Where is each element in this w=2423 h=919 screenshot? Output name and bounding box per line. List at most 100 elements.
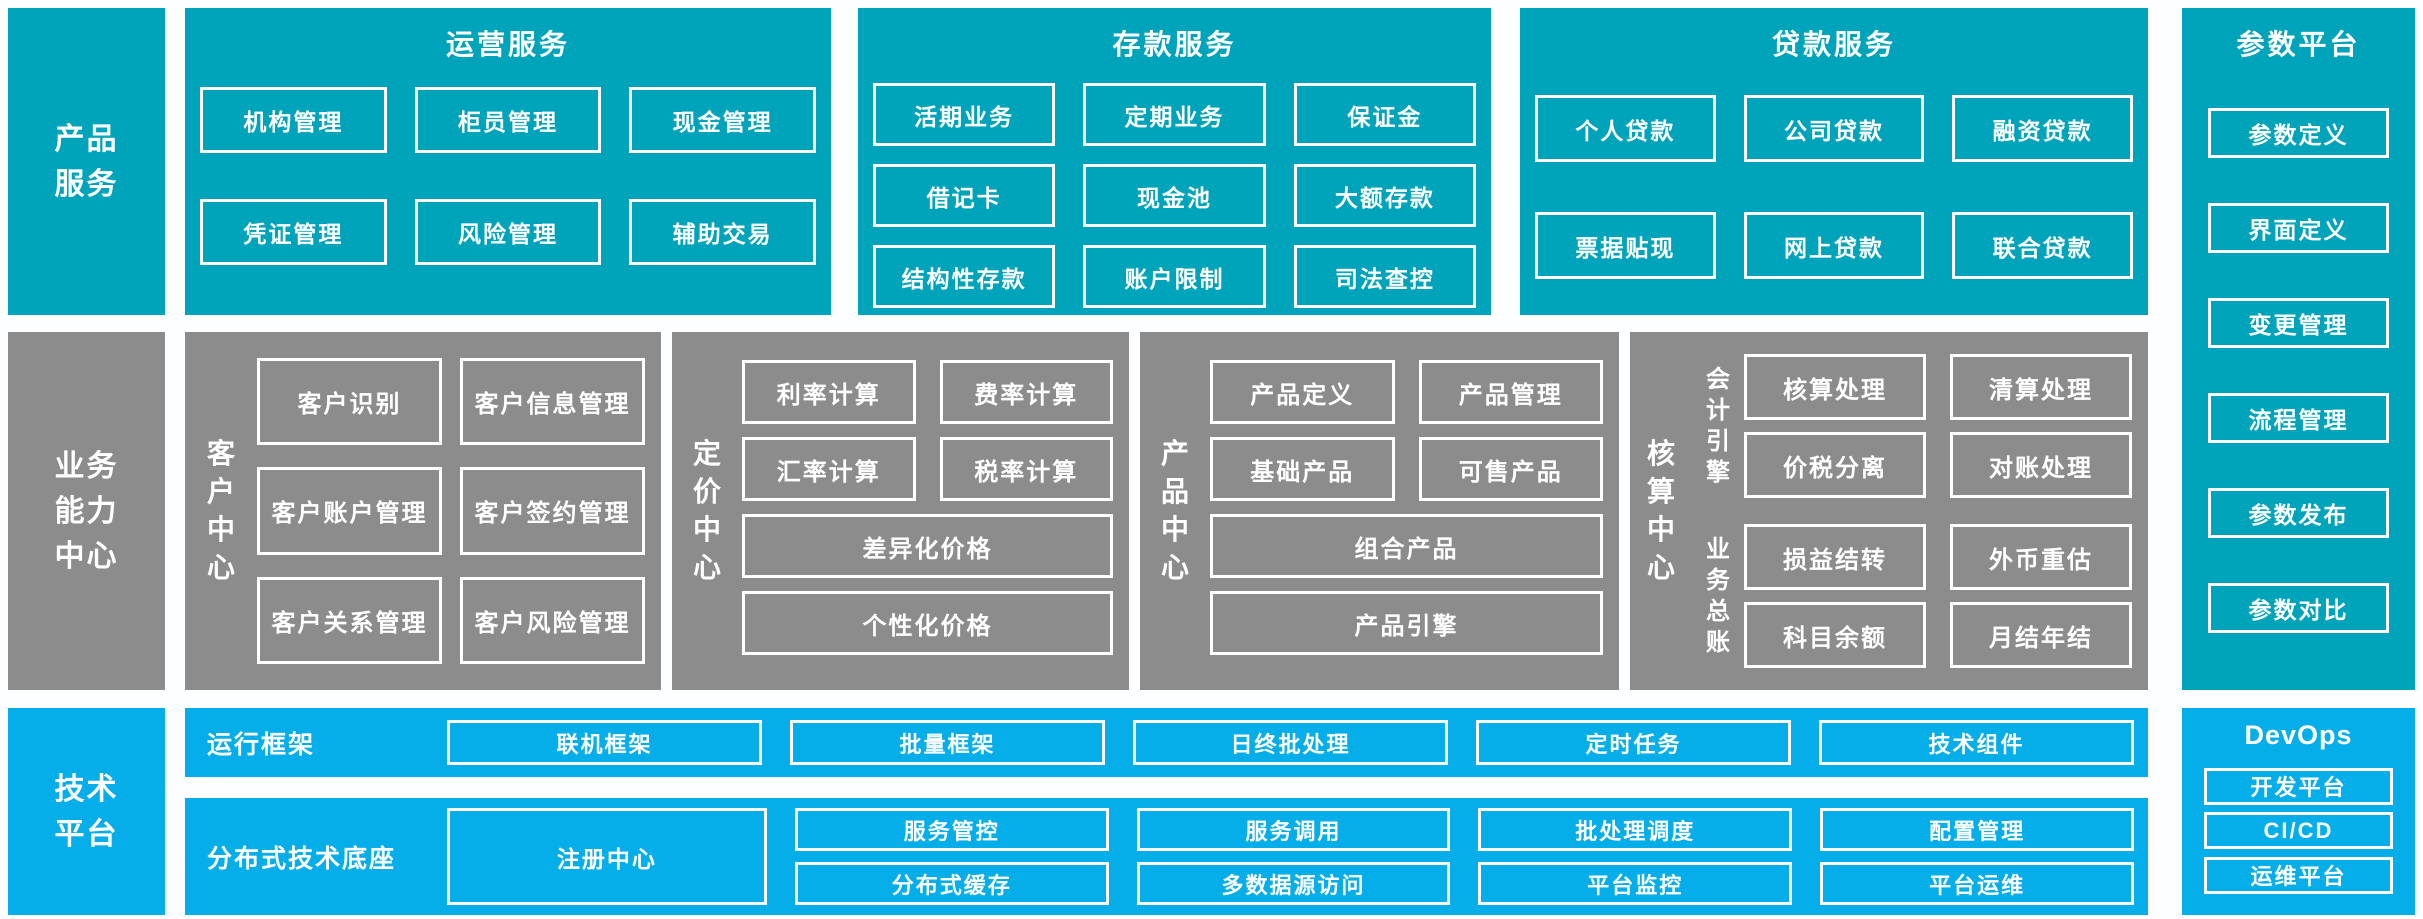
product-grid: 产品定义 产品管理 基础产品 可售产品 组合产品 产品引擎 <box>1210 360 1603 662</box>
box-online-loan: 网上贷款 <box>1743 212 1925 279</box>
panel-title: 参数平台 <box>2236 29 2361 60</box>
rail-label-text: 产品服务 <box>54 122 119 201</box>
group-accounting-engine: 会计引擎 核算处理 清算处理 价税分离 对账处理 <box>1692 354 2132 498</box>
panel-parameter-platform: 参数平台 参数定义 界面定义 变更管理 流程管理 参数发布 参数对比 <box>2182 8 2415 690</box>
panel-product-center: 产品中心 产品定义 产品管理 基础产品 可售产品 组合产品 产品引擎 <box>1140 332 1619 690</box>
box-ci-cd: CI/CD <box>2204 812 2393 849</box>
box-fee-rate-calc: 费率计算 <box>939 360 1113 424</box>
panel-title: 存款服务 <box>1112 29 1237 60</box>
box-accounting-processing: 核算处理 <box>1744 354 1926 420</box>
rail-label-text: 业务能力中心 <box>54 449 119 573</box>
box-structured-deposit: 结构性存款 <box>873 245 1056 308</box>
row-label-distributed-tech-base: 分布式技术底座 <box>207 844 397 873</box>
box-current-business: 活期业务 <box>873 83 1056 146</box>
vertical-label-pricing-center: 定价中心 <box>692 438 721 583</box>
box-org-management: 机构管理 <box>200 87 387 153</box>
box-ui-definition: 界面定义 <box>2208 203 2389 253</box>
accounting-engine-grid: 核算处理 清算处理 价税分离 对账处理 <box>1744 354 2132 498</box>
box-account-restriction: 账户限制 <box>1083 245 1266 308</box>
box-customer-account-management: 客户账户管理 <box>257 467 442 555</box>
box-auxiliary-transaction: 辅助交易 <box>629 199 816 265</box>
rail-label-product-services: 产品服务 <box>8 8 165 315</box>
box-subject-balance: 科目余额 <box>1744 602 1926 668</box>
box-syndicated-loan: 联合贷款 <box>1952 212 2133 279</box>
vertical-label-accounting-engine: 会计引擎 <box>1706 365 1730 487</box>
vertical-label-business-general-ledger: 业务总账 <box>1706 535 1730 657</box>
panel-pricing-center: 定价中心 利率计算 费率计算 汇率计算 税率计算 差异化价格 个性化价格 <box>672 332 1129 690</box>
box-customer-contract-management: 客户签约管理 <box>460 467 645 555</box>
panel-deposit-services: 存款服务 活期业务 定期业务 保证金 借记卡 现金池 大额存款 结构性存款 账户… <box>858 8 1491 315</box>
box-sellable-product: 可售产品 <box>1418 437 1603 501</box>
box-clearing-processing: 清算处理 <box>1950 354 2132 420</box>
panel-title: 运营服务 <box>445 29 570 60</box>
row-label-runtime-framework: 运行框架 <box>207 730 316 759</box>
box-eod-batch: 日终批处理 <box>1133 720 1448 765</box>
box-change-management: 变更管理 <box>2208 298 2389 348</box>
box-batch-scheduling: 批处理调度 <box>1478 808 1793 851</box>
customer-grid: 客户识别 客户信息管理 客户账户管理 客户签约管理 客户关系管理 客户风险管理 <box>257 358 645 664</box>
box-tax-rate-calc: 税率计算 <box>939 437 1113 501</box>
box-price-tax-separation: 价税分离 <box>1744 432 1926 498</box>
loan-grid: 个人贷款 公司贷款 融资贷款 票据贴现 网上贷款 联合贷款 <box>1535 95 2133 279</box>
box-ops-platform: 运维平台 <box>2204 856 2393 894</box>
panel-title: DevOps <box>2244 720 2353 750</box>
box-platform-ops: 平台运维 <box>1820 862 2134 905</box>
box-combined-product: 组合产品 <box>1210 514 1603 578</box>
business-gl-grid: 损益结转 外币重估 科目余额 月结年结 <box>1744 524 2132 668</box>
box-voucher-management: 凭证管理 <box>200 199 387 265</box>
distributed-boxes: 注册中心 服务管控 分布式缓存 服务调用 多数据源访问 批处理调度 平台监控 配… <box>447 808 2134 905</box>
distributed-column-3: 批处理调度 平台监控 <box>1478 808 1793 905</box>
box-tech-component: 技术组件 <box>1819 720 2134 765</box>
deposit-grid: 活期业务 定期业务 保证金 借记卡 现金池 大额存款 结构性存款 账户限制 司法… <box>873 83 1476 308</box>
box-margin-deposit: 保证金 <box>1293 83 1476 146</box>
box-online-framework: 联机框架 <box>447 720 762 765</box>
box-param-definition: 参数定义 <box>2208 108 2389 158</box>
box-config-management: 配置管理 <box>1820 808 2134 851</box>
box-basic-product: 基础产品 <box>1210 437 1395 501</box>
box-personalized-pricing: 个性化价格 <box>742 591 1113 655</box>
operations-grid: 机构管理 柜员管理 现金管理 凭证管理 风险管理 辅助交易 <box>200 87 816 265</box>
rail-label-tech-platform: 技术平台 <box>8 708 165 915</box>
box-service-invocation: 服务调用 <box>1136 808 1451 851</box>
box-term-business: 定期业务 <box>1083 83 1266 146</box>
box-customer-info-management: 客户信息管理 <box>460 358 645 446</box>
box-financing-loan: 融资贷款 <box>1952 95 2133 162</box>
customer-body: 客户中心 客户识别 客户信息管理 客户账户管理 客户签约管理 客户关系管理 客户… <box>185 332 661 690</box>
vertical-label-customer-center: 客户中心 <box>206 438 235 583</box>
box-teller-management: 柜员管理 <box>414 87 602 153</box>
accounting-body: 核算中心 会计引擎 核算处理 清算处理 价税分离 对账处理 业务 <box>1630 332 2148 690</box>
box-corporate-loan: 公司贷款 <box>1743 95 1925 162</box>
vertical-label-product-center: 产品中心 <box>1160 438 1189 583</box>
box-exchange-rate-calc: 汇率计算 <box>742 437 916 501</box>
pricing-grid: 利率计算 费率计算 汇率计算 税率计算 差异化价格 个性化价格 <box>742 360 1113 662</box>
box-large-deposit: 大额存款 <box>1293 164 1476 227</box>
box-pnl-carryover: 损益结转 <box>1744 524 1926 590</box>
box-distributed-cache: 分布式缓存 <box>794 862 1109 905</box>
runtime-boxes: 联机框架 批量框架 日终批处理 定时任务 技术组件 <box>447 720 2134 765</box>
panel-customer-center: 客户中心 客户识别 客户信息管理 客户账户管理 客户签约管理 客户关系管理 客户… <box>185 332 661 690</box>
box-customer-relationship-management: 客户关系管理 <box>257 576 442 664</box>
box-product-management: 产品管理 <box>1418 360 1603 424</box>
box-customer-identification: 客户识别 <box>257 358 442 446</box>
panel-runtime-framework: 运行框架 联机框架 批量框架 日终批处理 定时任务 技术组件 <box>185 708 2148 777</box>
vertical-label-accounting-center: 核算中心 <box>1646 438 1675 583</box>
panel-devops: DevOps 开发平台 CI/CD 运维平台 <box>2182 708 2415 915</box>
box-risk-management: 风险管理 <box>414 199 602 265</box>
group-business-general-ledger: 业务总账 损益结转 外币重估 科目余额 月结年结 <box>1692 524 2132 668</box>
box-judicial-inquiry-control: 司法查控 <box>1293 245 1476 308</box>
box-registry-center: 注册中心 <box>447 808 767 905</box>
box-bill-discount: 票据贴现 <box>1535 212 1716 279</box>
box-param-release: 参数发布 <box>2208 488 2389 538</box>
box-product-definition: 产品定义 <box>1210 360 1395 424</box>
box-param-compare: 参数对比 <box>2208 583 2389 633</box>
panel-loan-services: 贷款服务 个人贷款 公司贷款 融资贷款 票据贴现 网上贷款 联合贷款 <box>1520 8 2148 315</box>
box-multi-datasource-access: 多数据源访问 <box>1136 862 1451 905</box>
box-differentiated-pricing: 差异化价格 <box>742 514 1113 578</box>
box-foreign-currency-revaluation: 外币重估 <box>1950 524 2132 590</box>
accounting-groups: 会计引擎 核算处理 清算处理 价税分离 对账处理 业务总账 损益结转 <box>1692 354 2132 668</box>
box-cash-management: 现金管理 <box>629 87 816 153</box>
box-platform-monitoring: 平台监控 <box>1478 862 1793 905</box>
product-body: 产品中心 产品定义 产品管理 基础产品 可售产品 组合产品 产品引擎 <box>1140 332 1619 690</box>
panel-distributed-tech-base: 分布式技术底座 注册中心 服务管控 分布式缓存 服务调用 多数据源访问 批处理调… <box>185 798 2148 915</box>
